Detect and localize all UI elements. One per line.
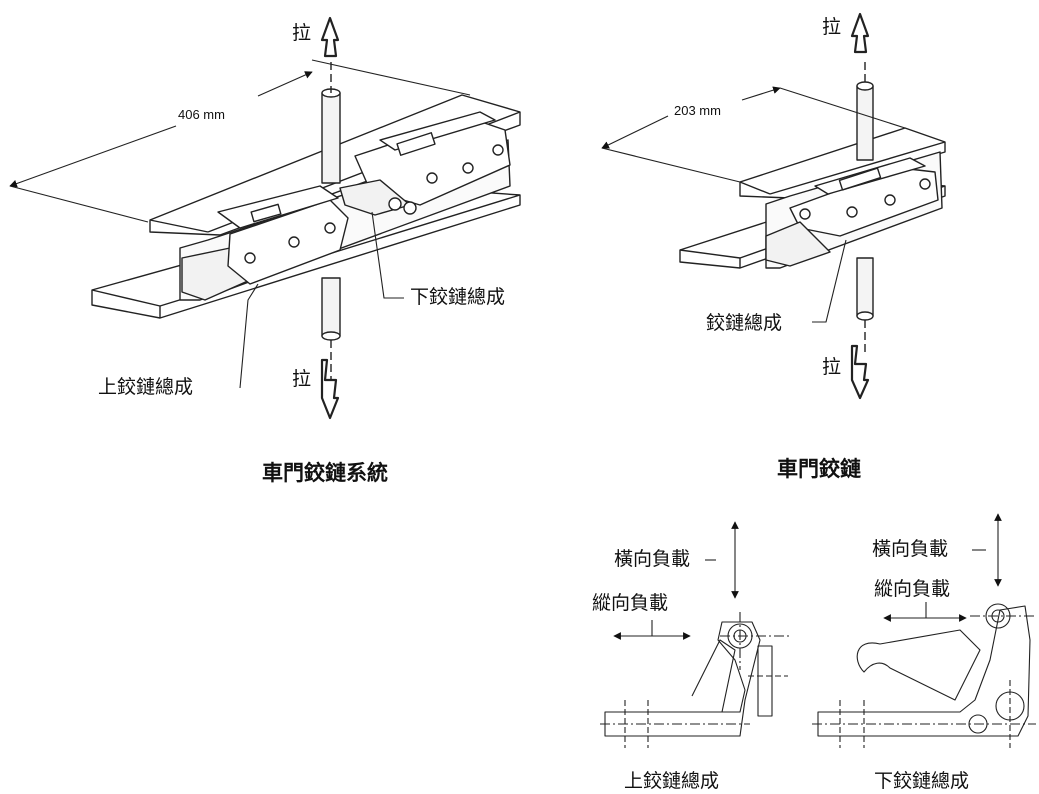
pull-down-arrow-icon xyxy=(320,358,340,420)
pull-up-arrow-icon xyxy=(850,12,870,54)
dimension-label-406: 406 mm xyxy=(178,107,225,122)
lower-longitudinal-load-label: 縱向負載 xyxy=(874,578,951,600)
lower-lateral-load-label: 橫向負載 xyxy=(872,538,949,560)
upper-lateral-load-label: 橫向負載 xyxy=(614,548,691,570)
single-fixture xyxy=(679,62,946,356)
upper-hinge-label: 上鉸鏈總成 xyxy=(98,376,194,398)
system-fixture xyxy=(91,62,521,410)
leader-hinge xyxy=(812,239,847,323)
leader-upper-hinge xyxy=(239,283,259,389)
lower-hinge-load-diagram xyxy=(812,513,1036,748)
system-caption: 車門鉸鏈系統 xyxy=(262,460,388,485)
leader-lower-hinge xyxy=(371,211,404,299)
dimension-406 xyxy=(9,59,471,223)
pull-label-bottom: 拉 xyxy=(292,368,312,390)
pull-up-arrow-icon xyxy=(320,16,340,58)
pull-label-top: 拉 xyxy=(822,16,842,38)
lower-hinge-label: 下鉸鏈總成 xyxy=(410,286,506,308)
upper-longitudinal-load-label: 縱向負載 xyxy=(592,592,669,614)
upper-hinge-caption: 上鉸鏈總成 xyxy=(624,770,720,792)
dimension-203 xyxy=(601,86,906,183)
lower-hinge-caption: 下鉸鏈總成 xyxy=(874,770,970,792)
dimension-label-203: 203 mm xyxy=(674,103,721,118)
hinge-label: 鉸鏈總成 xyxy=(706,312,783,334)
pull-label-top: 拉 xyxy=(292,22,312,44)
single-caption: 車門鉸鏈 xyxy=(777,456,861,481)
pull-label-bottom: 拉 xyxy=(822,356,842,378)
upper-hinge-load-diagram xyxy=(600,521,790,748)
pull-down-arrow-icon xyxy=(850,344,870,400)
